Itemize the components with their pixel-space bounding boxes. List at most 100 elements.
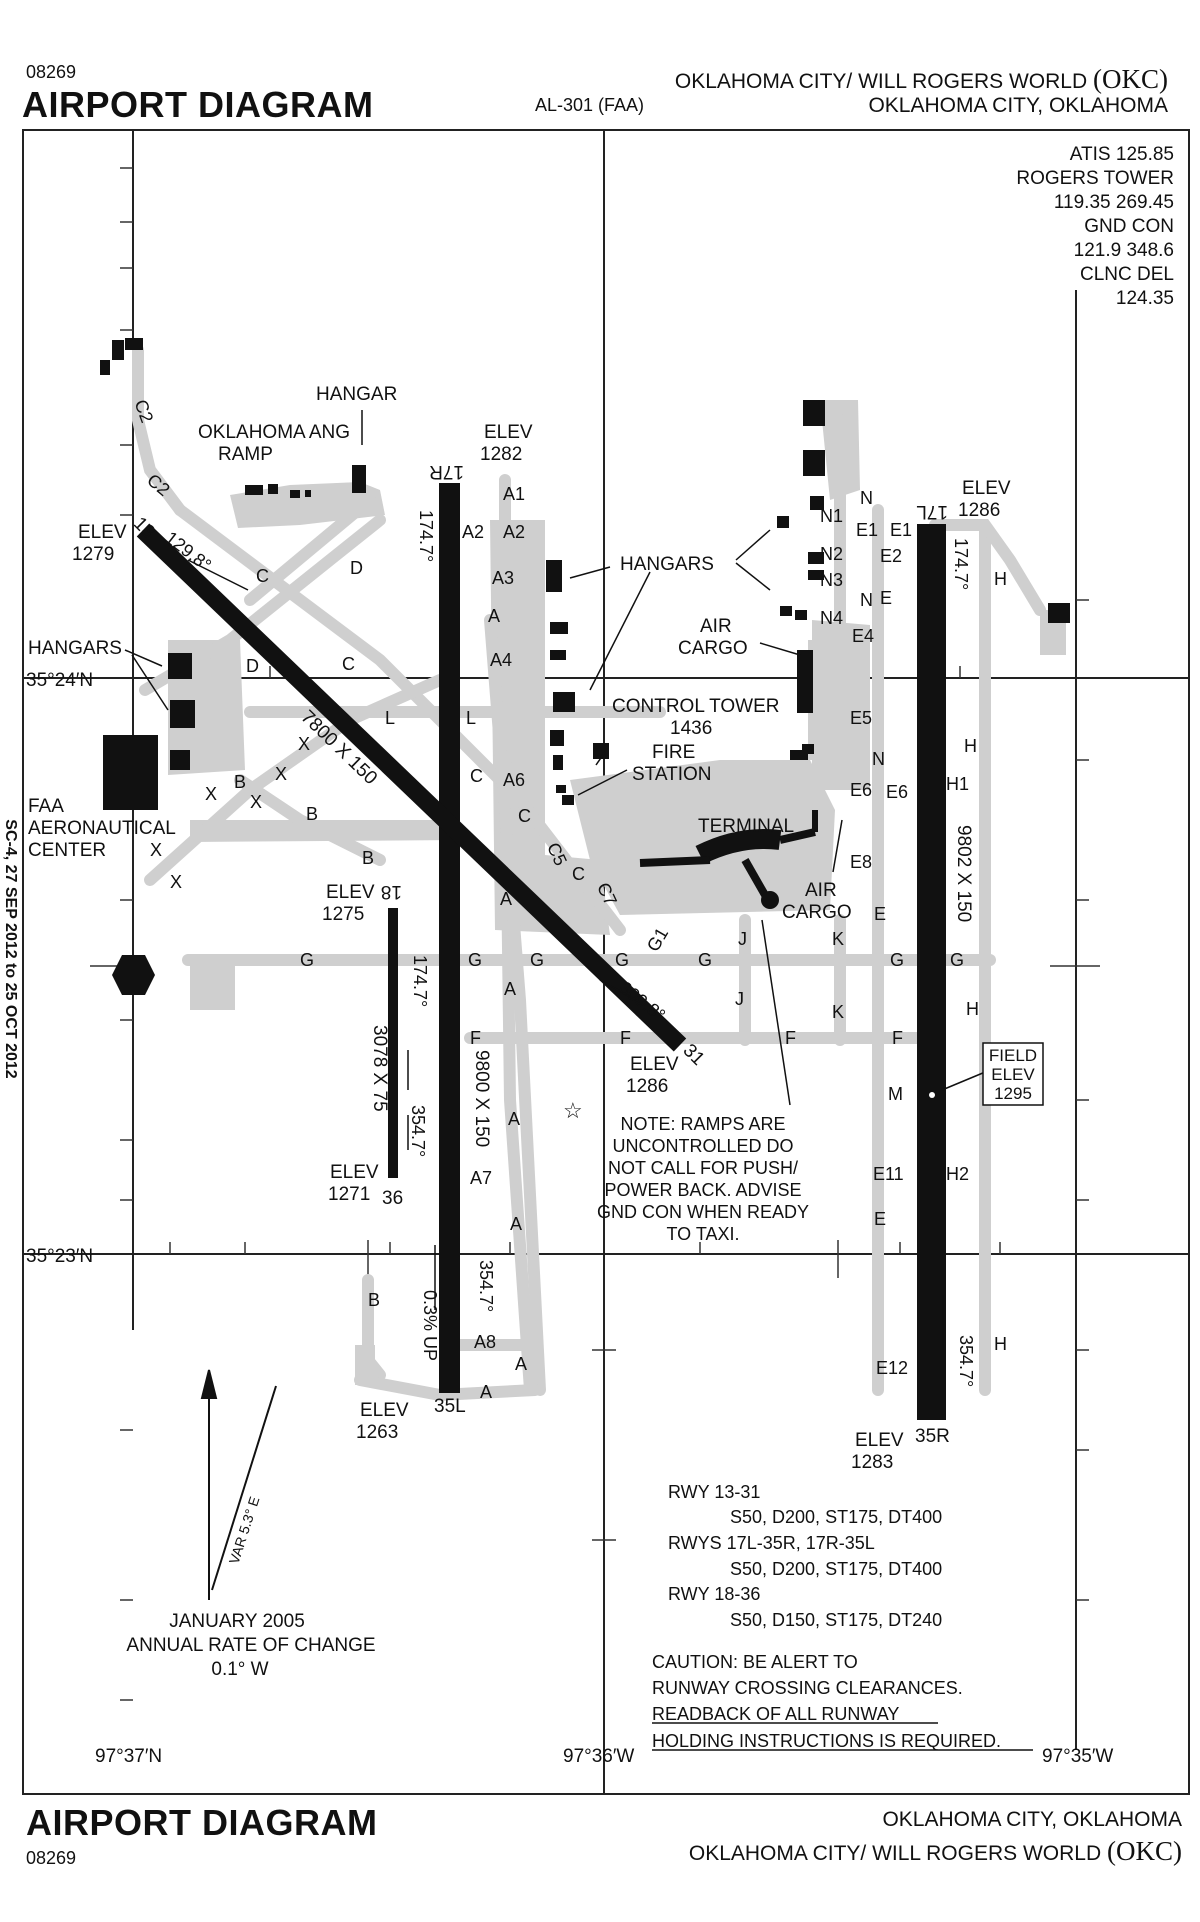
diagram-frame	[22, 129, 1190, 1795]
twy-D: D	[350, 558, 363, 578]
twy-A: A	[504, 979, 516, 999]
beacon-star: ☆	[563, 1098, 583, 1123]
chart-number: 08269	[26, 62, 77, 82]
twy-B: B	[362, 848, 374, 868]
twy-N3: N3	[820, 570, 843, 590]
rwy-info-line: S50, D200, ST175, DT400	[730, 1507, 942, 1527]
dims-17L: 9802 X 150	[953, 825, 974, 922]
city-header: OKLAHOMA CITY, OKLAHOMA	[868, 94, 1168, 117]
runway-17R-35L	[439, 483, 460, 1393]
rwy-info-line: RWYS 17L-35R, 17R-35L	[668, 1533, 875, 1553]
air-cargo-n-label: CARGO	[678, 638, 748, 659]
twy-A2: A2	[503, 522, 525, 542]
twy-G: G	[530, 950, 544, 970]
twy-D: D	[246, 656, 259, 676]
ang-ramp-label: OKLAHOMA ANG	[198, 422, 350, 443]
elev-35R-value: 1283	[851, 1452, 893, 1473]
elev-18: ELEV	[326, 882, 375, 903]
twy-F: F	[470, 1028, 481, 1048]
air-cargo-s-label: CARGO	[782, 902, 852, 923]
note-line: TO TAXI.	[666, 1224, 739, 1244]
variation-rate: 0.1° W	[211, 1659, 268, 1680]
freq-line: 119.35 269.45	[1054, 192, 1174, 213]
footer-city: OKLAHOMA CITY, OKLAHOMA	[882, 1808, 1182, 1831]
terminal	[639, 810, 818, 909]
air-cargo-north-building	[797, 650, 813, 713]
twy-G: G	[468, 950, 482, 970]
rwy-17R: 17R	[429, 461, 464, 482]
variation-block: JANUARY 2005 ANNUAL RATE OF CHANGE 0.1° …	[126, 1611, 375, 1680]
rwy-36: 36	[382, 1188, 403, 1209]
twy-K: K	[832, 929, 844, 949]
twy-L: L	[466, 708, 476, 728]
freq-line: GND CON	[1084, 216, 1174, 237]
twy-E6: E6	[886, 782, 908, 802]
twy-A: A	[488, 606, 500, 626]
elevation-labels: ELEV 1282 ELEV 1279 ELEV 1286 ELEV 1275 …	[72, 422, 1011, 1473]
freq-line: 121.9 348.6	[1074, 240, 1174, 261]
field-elev-point	[929, 1092, 935, 1098]
rwy-info-line: RWY 13-31	[668, 1482, 760, 1502]
rwy-18: 18	[381, 881, 402, 902]
twy-A: A	[480, 1382, 492, 1402]
twy-C: C	[470, 766, 483, 786]
twy-F: F	[620, 1028, 631, 1048]
faa-center-label: AERONAUTICAL	[28, 818, 176, 839]
hangar-label: HANGAR	[316, 384, 397, 405]
twy-N: N	[860, 488, 873, 508]
twy-N1: N1	[820, 506, 843, 526]
twy-A: A	[510, 1214, 522, 1234]
twy-A6: A6	[503, 770, 525, 790]
runways	[388, 483, 946, 1420]
twy-C: C	[342, 654, 355, 674]
lat-35-23: 35°23′N	[26, 1246, 93, 1267]
caution-line: CAUTION: BE ALERT TO	[652, 1652, 858, 1672]
twy-C: C	[518, 806, 531, 826]
hangar-building	[352, 465, 366, 493]
footer-chart-number: 08269	[26, 1848, 77, 1868]
rwy-info-line: S50, D150, ST175, DT240	[730, 1610, 942, 1630]
hangars-mid-label: HANGARS	[620, 554, 714, 575]
twy-J: J	[735, 989, 744, 1009]
hdg-36: 354.7°	[408, 1105, 428, 1157]
runway-17L-35R	[917, 524, 946, 1420]
hex-building	[112, 955, 155, 995]
twy-G: G	[300, 950, 314, 970]
twy-E6: E6	[850, 780, 872, 800]
twy-N: N	[872, 749, 885, 769]
twy-A3: A3	[492, 568, 514, 588]
twy-E2: E2	[880, 546, 902, 566]
control-tower-elev: 1436	[670, 718, 712, 739]
frequency-block: ATIS 125.85 ROGERS TOWER 119.35 269.45 G…	[1016, 144, 1174, 309]
twy-N: N	[860, 590, 873, 610]
field-elev-line: ELEV	[991, 1065, 1035, 1084]
twy-F: F	[892, 1028, 903, 1048]
magnetic-variation-arrows	[200, 1369, 277, 1600]
elev-17R: ELEV	[484, 422, 533, 443]
twy-G: G	[615, 950, 629, 970]
elev-17L: ELEV	[962, 478, 1011, 499]
rwy-17L: 17L	[916, 501, 948, 522]
twy-A: A	[500, 889, 512, 909]
twy-X: X	[250, 792, 262, 812]
rwy-info-line: RWY 18-36	[668, 1584, 760, 1604]
twy-E1: E1	[856, 520, 878, 540]
elev-18-value: 1275	[322, 904, 364, 925]
doc-id: AL-301 (FAA)	[535, 95, 645, 115]
twy-X: X	[150, 840, 162, 860]
twy-E11: E11	[873, 1164, 904, 1184]
faa-center-label: CENTER	[28, 840, 106, 861]
twy-G: G	[950, 950, 964, 970]
note-line: NOT CALL FOR PUSH/	[608, 1158, 798, 1178]
twy-E12: E12	[876, 1358, 908, 1378]
control-tower-label: CONTROL TOWER	[612, 696, 780, 717]
ramp-note: NOTE: RAMPS ARE UNCONTROLLED DO NOT CALL…	[597, 1114, 809, 1244]
field-elev-box	[982, 1042, 1044, 1106]
slope-label: 0.3% UP	[420, 1290, 440, 1361]
twy-H2: H2	[946, 1164, 969, 1184]
twy-A8: A8	[474, 1332, 496, 1352]
elev-35L: ELEV	[360, 1400, 409, 1421]
runway-18-36	[388, 908, 398, 1178]
twy-J: J	[738, 929, 747, 949]
fire-station-label: FIRE	[652, 742, 695, 763]
